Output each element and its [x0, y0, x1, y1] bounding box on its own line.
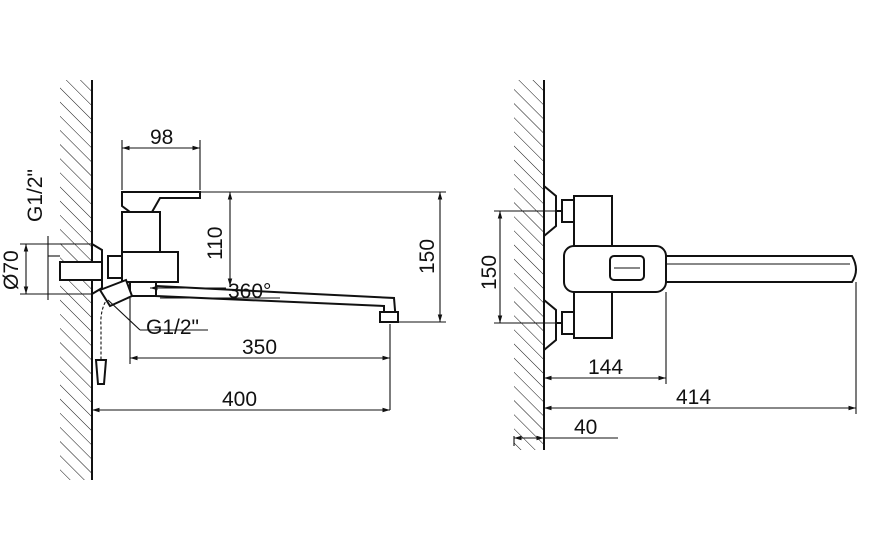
- front-wall-hatch: [514, 80, 544, 450]
- dim-150: 150: [416, 239, 439, 274]
- swivel-nut: [129, 281, 157, 297]
- eccentric-bottom-nut: [561, 311, 575, 335]
- spout-front: [639, 255, 857, 283]
- side-view: 98 110 150 360° G1/2" Ø70 G1/2" 350: [0, 80, 446, 480]
- dim-110: 110: [204, 227, 227, 260]
- dim-400: 400: [222, 388, 257, 411]
- pipe-stub: [59, 261, 103, 281]
- mixer-lever: [121, 191, 201, 213]
- dim-diameter-70: Ø70: [0, 250, 23, 290]
- front-view: 150 144 414 40: [478, 80, 857, 450]
- front-dim-414: 414: [676, 386, 711, 409]
- thread-bottom-label: G1/2": [146, 316, 199, 339]
- eccentric-bottom-flange: [543, 297, 557, 353]
- shower-hose: [100, 289, 115, 360]
- thread-top-label: G1/2": [24, 169, 47, 222]
- front-dim-144: 144: [588, 356, 623, 379]
- connector-nut: [107, 255, 123, 279]
- mixer-lower: [121, 251, 179, 283]
- rotation-360-label: 360°: [228, 280, 271, 303]
- front-dim-150: 150: [478, 255, 501, 290]
- dim-350: 350: [242, 336, 277, 359]
- hose-fitting: [98, 278, 134, 308]
- front-dim-40: 40: [574, 416, 597, 439]
- eccentric-top-nut: [561, 199, 575, 223]
- dim-98: 98: [150, 126, 173, 149]
- hose-end: [94, 359, 108, 385]
- spout-tip: [379, 311, 399, 323]
